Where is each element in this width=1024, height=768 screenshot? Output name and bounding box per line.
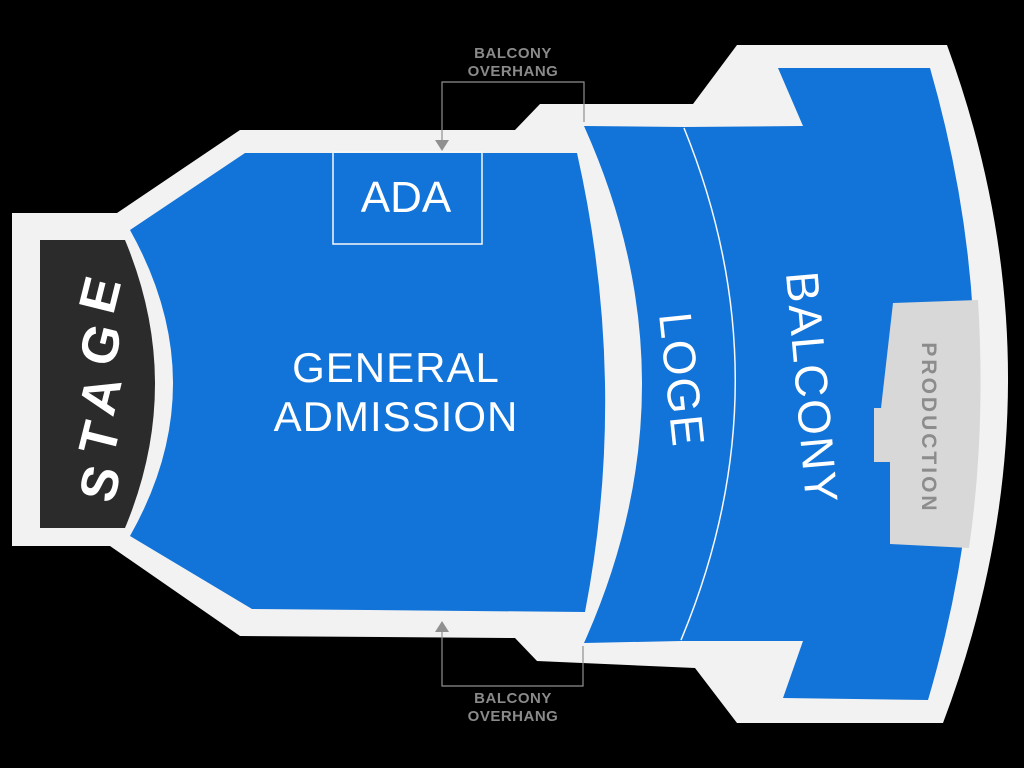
top-overhang-arrow-icon — [435, 140, 449, 151]
top-overhang-bracket-line — [441, 81, 585, 144]
loge-section[interactable] — [584, 126, 736, 643]
stage-section — [40, 240, 155, 528]
stage-label: STAGE — [68, 260, 137, 508]
bottom-overhang-label-line2: OVERHANG — [468, 708, 559, 725]
bottom-overhang-bracket-line — [441, 630, 584, 687]
ada-label: ADA — [361, 173, 452, 222]
bottom-overhang-arrow-icon — [435, 621, 449, 632]
bottom-overhang-label-line1: BALCONY — [474, 690, 552, 707]
general-admission-section[interactable] — [130, 153, 606, 612]
production-section — [874, 300, 981, 548]
ada-section[interactable] — [332, 151, 483, 245]
general-admission-label-line2: ADMISSION — [274, 393, 519, 440]
production-label: PRODUCTION — [917, 342, 940, 513]
general-admission-label-line1: GENERAL — [292, 344, 500, 391]
loge-balcony-divider — [680, 127, 736, 641]
top-overhang-label-line1: BALCONY — [474, 45, 552, 62]
top-overhang-label-line2: OVERHANG — [468, 63, 559, 80]
